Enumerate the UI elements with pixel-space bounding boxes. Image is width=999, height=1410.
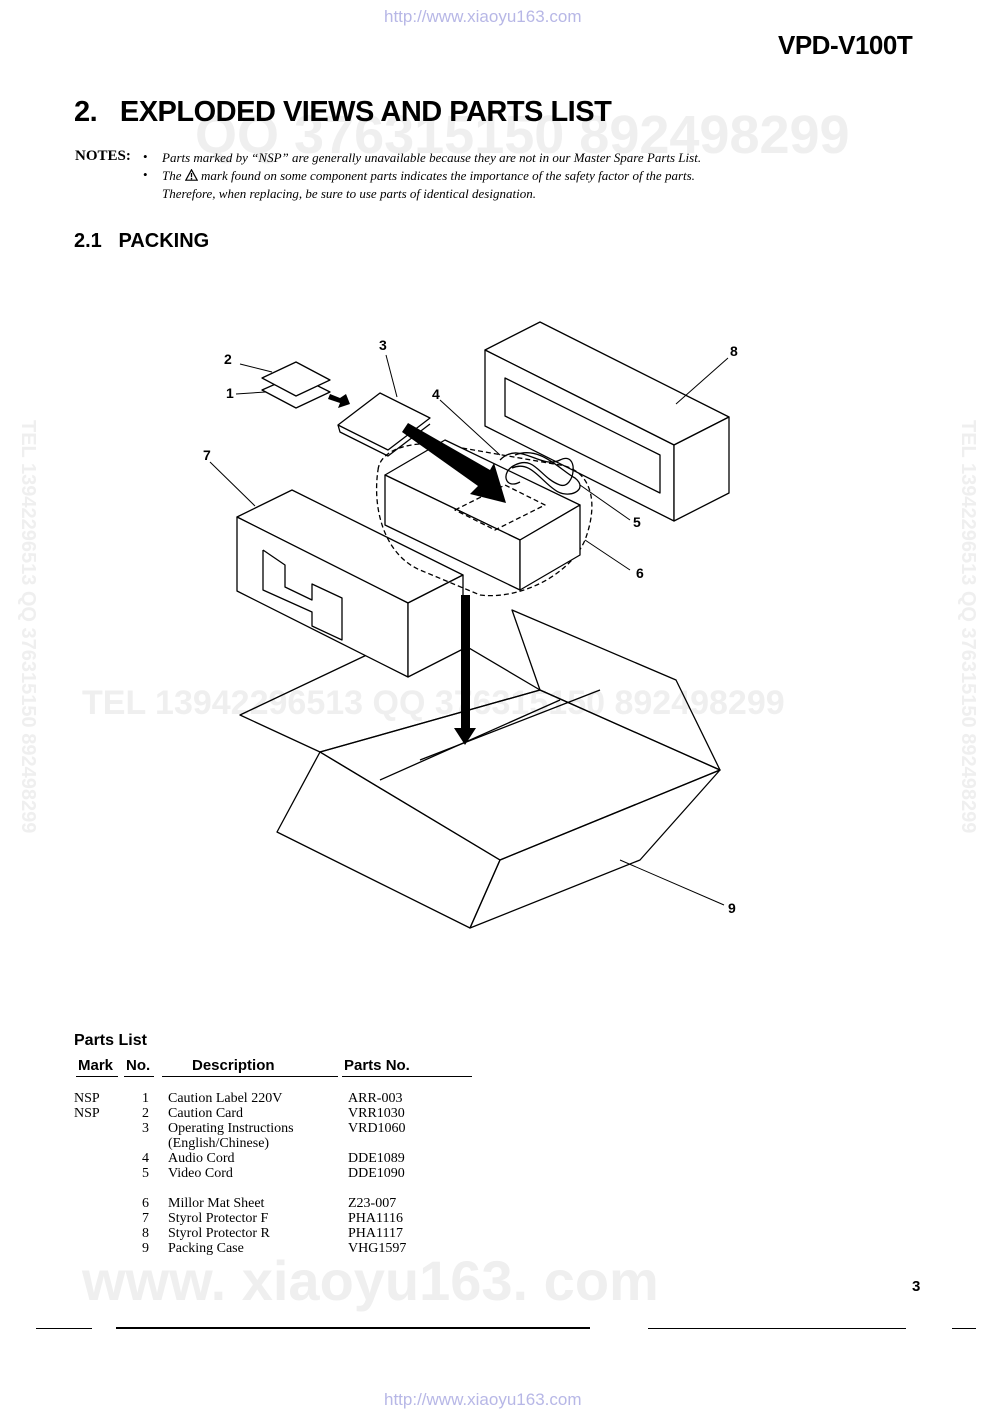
row-1-no: 1 <box>142 1091 149 1106</box>
watermark-top: QQ 376315150 892498299 <box>195 105 850 165</box>
down-arrow <box>454 595 476 745</box>
row-5-parts-no: DDE1090 <box>348 1166 405 1181</box>
leader-lines <box>209 354 729 906</box>
row-1-mark: NSP <box>74 1091 100 1106</box>
footer-rule-1 <box>36 1328 92 1329</box>
row-4-description: Audio Cord <box>168 1151 235 1166</box>
header-no: No. <box>126 1057 151 1074</box>
callout-9: 9 <box>728 900 736 916</box>
header-description: Description <box>192 1057 275 1074</box>
footer-rule-4 <box>952 1328 976 1329</box>
callout-5: 5 <box>633 514 641 530</box>
note-line-2-pre: The <box>162 168 182 183</box>
row-6-description: Millor Mat Sheet <box>168 1196 265 1211</box>
url-top: http://www.xiaoyu163.com <box>384 7 582 26</box>
footer-rule-3 <box>648 1328 906 1329</box>
row-6-parts-no: Z23-007 <box>348 1196 397 1211</box>
row-7-no: 7 <box>142 1211 149 1226</box>
note-line-1: Parts marked by “NSP” are generally unav… <box>162 150 702 165</box>
notes-label: NOTES: <box>75 148 131 164</box>
row-9-parts-no: VHG1597 <box>348 1241 407 1256</box>
watermark-right: TEL 13942296513 QQ 376315150 892498299 <box>957 420 979 834</box>
cords <box>499 452 581 495</box>
parts-list-title: Parts List <box>74 1032 147 1049</box>
row-2-no: 2 <box>142 1106 149 1121</box>
note-line-3: Therefore, when replacing, be sure to us… <box>162 186 536 201</box>
callout-6: 6 <box>636 565 644 581</box>
header-underline-description <box>162 1076 338 1077</box>
url-bottom: http://www.xiaoyu163.com <box>384 1390 582 1409</box>
row-9-description: Packing Case <box>168 1241 244 1256</box>
callout-2: 2 <box>224 351 232 367</box>
header-parts-no: Parts No. <box>344 1057 410 1074</box>
header-mark: Mark <box>78 1057 114 1074</box>
callout-4: 4 <box>432 386 440 402</box>
row-1-description: Caution Label 220V <box>168 1091 283 1106</box>
model-number: VPD-V100T <box>778 30 913 60</box>
packing-diagram <box>209 321 730 929</box>
packing-case <box>239 609 721 929</box>
note-bullet-2: • <box>143 167 148 182</box>
row-5-no: 5 <box>142 1166 149 1181</box>
callout-1: 1 <box>226 385 234 401</box>
row-8-parts-no: PHA1117 <box>348 1226 403 1241</box>
callout-8: 8 <box>730 343 738 359</box>
row-3-description: Operating Instructions <box>168 1121 294 1136</box>
row-8-description: Styrol Protector R <box>168 1226 270 1241</box>
row-1-parts-no: ARR-003 <box>348 1091 403 1106</box>
row-3-no: 3 <box>142 1121 149 1136</box>
callout-7: 7 <box>203 447 211 463</box>
insert-arrow <box>402 423 506 503</box>
small-arrow <box>328 394 350 408</box>
row-4-parts-no: DDE1089 <box>348 1151 405 1166</box>
watermark-middle: TEL 13942296513 QQ 376315150 892498299 <box>82 684 785 722</box>
row-6-no: 6 <box>142 1196 149 1211</box>
row-9-no: 9 <box>142 1241 149 1256</box>
row-7-parts-no: PHA1116 <box>348 1211 403 1226</box>
header-underline-parts-no <box>342 1076 472 1077</box>
header-underline-no <box>124 1076 154 1077</box>
note-line-2: The mark found on some component parts i… <box>162 168 695 184</box>
section-title: 2.1 PACKING <box>74 230 210 252</box>
row-7-description: Styrol Protector F <box>168 1211 269 1226</box>
styrol-protector-f <box>236 489 464 678</box>
operating-instructions <box>337 392 431 457</box>
watermark-bottom: www. xiaoyu163. com <box>82 1249 659 1312</box>
footer-rule-2 <box>116 1327 590 1329</box>
row-2-parts-no: VRR1030 <box>348 1106 405 1121</box>
row-2-mark: NSP <box>74 1106 100 1121</box>
row-3-parts-no: VRD1060 <box>348 1121 406 1136</box>
page-number: 3 <box>912 1278 921 1295</box>
watermark-left: TEL 13942296513 QQ 376315150 892498299 <box>17 420 39 834</box>
row-4-no: 4 <box>142 1151 149 1166</box>
row-8-no: 8 <box>142 1226 149 1241</box>
warning-triangle-icon <box>184 168 198 181</box>
page-title: 2. EXPLODED VIEWS AND PARTS LIST <box>74 96 612 128</box>
header-underline-mark <box>76 1076 118 1077</box>
note-line-2-post: mark found on some component parts indic… <box>201 168 695 183</box>
row-3-description-cont: (English/Chinese) <box>168 1136 270 1151</box>
callout-3: 3 <box>379 337 387 353</box>
styrol-protector-r <box>484 321 730 522</box>
row-5-description: Video Cord <box>168 1166 233 1181</box>
caution-cards <box>261 361 331 409</box>
note-bullet-1: • <box>143 149 148 164</box>
row-2-description: Caution Card <box>168 1106 244 1121</box>
